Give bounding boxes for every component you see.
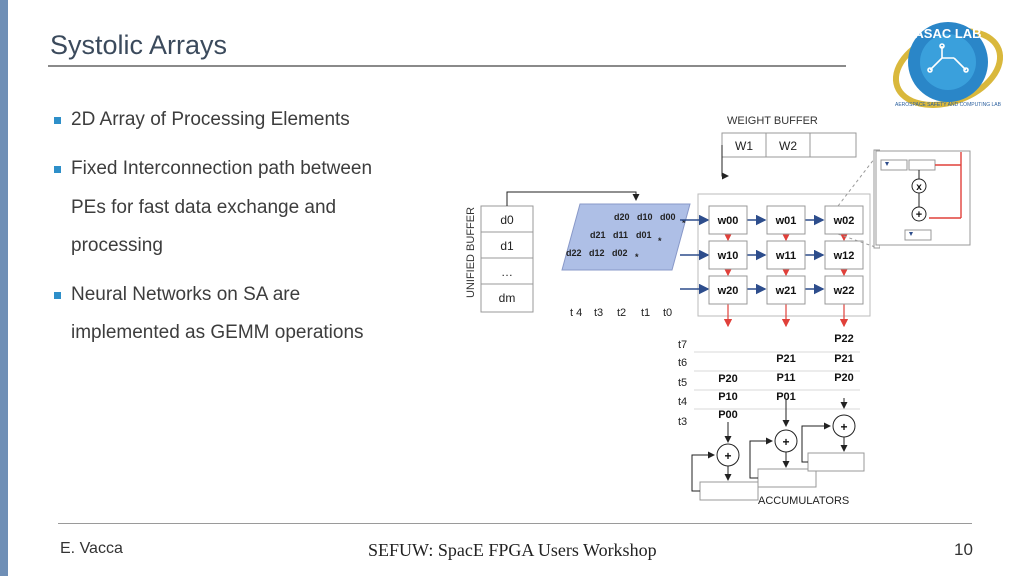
- pe-cell: [708, 275, 748, 305]
- add-symbol: +: [916, 209, 922, 221]
- pe-cell: [824, 205, 864, 235]
- input-value: d01: [636, 230, 652, 240]
- output-time: t6: [678, 357, 687, 369]
- input-skew-block: [561, 203, 691, 271]
- output-time: t3: [678, 416, 687, 428]
- pe-weight: w12: [833, 250, 855, 262]
- output-value: P22: [834, 333, 854, 345]
- systolic-array-diagram: WEIGHT BUFFER W1 W2 UNIFIED BUFFER d0 d1…: [460, 108, 881, 520]
- bullet-text-continued: processing: [71, 235, 163, 256]
- pe-weight: w10: [717, 250, 739, 262]
- input-time: t1: [641, 307, 650, 319]
- input-time: t2: [617, 307, 626, 319]
- bullet-text: Fixed Interconnection path between: [71, 158, 373, 179]
- input-time: t0: [663, 307, 672, 319]
- pe-detail-box: x +: [875, 150, 971, 246]
- accumulator: [757, 468, 817, 488]
- logo-subtext: AEROSPACE SAFETY AND COMPUTING LAB: [895, 102, 1002, 108]
- input-time: t3: [594, 307, 603, 319]
- adder-symbol: +: [782, 435, 789, 449]
- pe-cell: [766, 275, 806, 305]
- input-value: *: [682, 218, 686, 228]
- logo-text: ASAC LAB: [914, 26, 981, 41]
- asac-lab-logo: ASAC LAB AEROSPACE SAFETY AND COMPUTING …: [880, 10, 1016, 120]
- output-time: t7: [678, 339, 687, 351]
- data-cell: d0: [500, 213, 514, 227]
- slide-title: Systolic Arrays: [50, 30, 228, 60]
- output-value: P10: [718, 391, 738, 403]
- output-value: P21: [834, 353, 854, 365]
- bullet-marker: [54, 292, 61, 299]
- weight-cell: W2: [779, 139, 797, 153]
- bullet-text: Neural Networks on SA are: [71, 284, 301, 305]
- pe-cell: [708, 240, 748, 270]
- adder-symbol: +: [840, 420, 847, 434]
- pe-weight: w00: [717, 215, 739, 227]
- unified-buffer-label: UNIFIED BUFFER: [465, 207, 477, 298]
- accumulators-label: ACCUMULATORS: [758, 495, 849, 507]
- output-value: P00: [718, 409, 738, 421]
- bullet-text: 2D Array of Processing Elements: [71, 109, 350, 130]
- pe-cell: [708, 205, 748, 235]
- input-value: *: [658, 236, 662, 246]
- input-value: d20: [614, 212, 630, 222]
- unified-buffer: [480, 205, 534, 313]
- weight-cell: W1: [735, 139, 753, 153]
- adder-symbol: +: [724, 449, 731, 463]
- multiply-symbol: x: [916, 182, 922, 193]
- input-value: d10: [637, 212, 653, 222]
- output-value: P11: [777, 372, 796, 384]
- pe-weight: w02: [833, 215, 855, 227]
- output-time: t5: [678, 377, 687, 389]
- pe-cell: [824, 275, 864, 305]
- weight-buffer-label: WEIGHT BUFFER: [727, 115, 818, 127]
- pe-cell: [766, 205, 806, 235]
- bullet-text-continued: implemented as GEMM operations: [71, 322, 364, 343]
- pe-weight: w22: [833, 285, 855, 297]
- accumulator: [699, 481, 759, 501]
- data-cell: …: [501, 265, 513, 279]
- pe-weight: w01: [775, 215, 797, 227]
- input-value: *: [635, 252, 639, 262]
- input-time: t 4: [570, 307, 582, 319]
- output-value: P01: [776, 391, 796, 403]
- pe-weight: w11: [775, 250, 796, 262]
- data-cell: dm: [499, 291, 516, 305]
- output-value: P20: [718, 373, 738, 385]
- data-cell: d1: [500, 239, 514, 253]
- bullet-marker: [54, 117, 61, 124]
- accumulator: [807, 452, 865, 472]
- input-value: d02: [612, 248, 628, 258]
- page-number: 10: [954, 540, 973, 559]
- input-value: d00: [660, 212, 676, 222]
- footer-divider: [58, 523, 972, 524]
- footer-author: E. Vacca: [60, 540, 123, 557]
- title-divider: [48, 65, 846, 67]
- input-value: d11: [613, 230, 628, 240]
- footer-event: SEFUW: SpacE FPGA Users Workshop: [368, 540, 657, 560]
- left-accent-bar: [0, 0, 8, 576]
- input-value: d22: [566, 248, 582, 258]
- pe-cell: [824, 240, 864, 270]
- output-time: t4: [678, 396, 687, 408]
- pe-cell: [766, 240, 806, 270]
- pe-weight: w20: [717, 285, 739, 297]
- output-value: P21: [776, 353, 796, 365]
- bullet-marker: [54, 166, 61, 173]
- pe-weight: w21: [775, 285, 797, 297]
- output-value: P20: [834, 372, 854, 384]
- bullet-text-continued: PEs for fast data exchange and: [71, 197, 337, 218]
- input-value: d21: [590, 230, 606, 240]
- input-value: d12: [589, 248, 605, 258]
